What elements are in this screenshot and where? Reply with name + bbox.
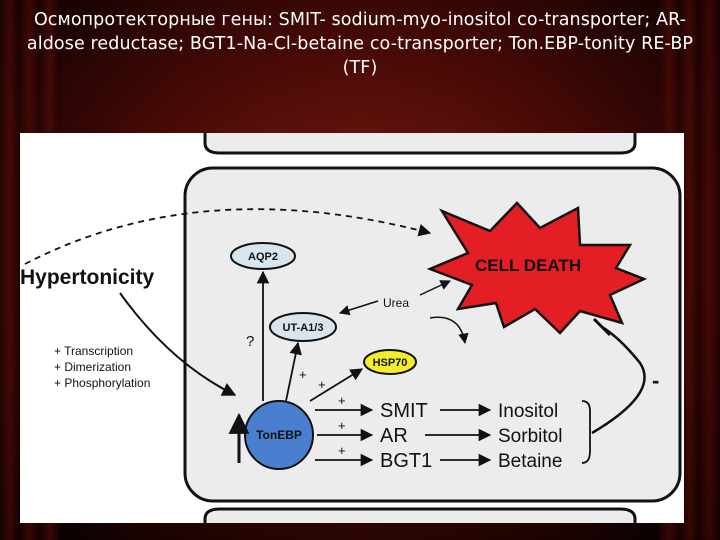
slide-title-line-3: (TF) <box>342 58 378 78</box>
lower-cell-edge <box>203 507 637 525</box>
osmolyte-inositol: Inositol <box>498 401 558 422</box>
uta-node <box>269 312 337 342</box>
cell-death-starburst <box>426 201 648 335</box>
pathway-diagram: Hypertonicity + Transcription + Dimeriza… <box>20 133 682 525</box>
effect-phosphorylation: + Phosphorylation <box>54 376 150 390</box>
effect-dimerization: + Dimerization <box>54 360 131 374</box>
hypertonicity-to-death-arrow <box>24 208 432 265</box>
hsp70-node <box>363 349 417 375</box>
hypertonicity-to-tonebp-arrow <box>119 292 237 396</box>
tonebp-node <box>244 400 314 470</box>
urea-label: Urea <box>383 296 409 310</box>
osmolyte-sorbitol: Sorbitol <box>498 426 562 447</box>
osmolyte-bracket <box>581 400 591 464</box>
urea-to-uta-arrow <box>338 300 379 316</box>
ar-plus-sign: + <box>338 418 346 433</box>
bgt1-plus-sign: + <box>338 443 346 458</box>
urea-to-death-arrow <box>419 280 451 296</box>
hsp70-label: HSP70 <box>373 357 408 369</box>
hsp70-plus-sign: + <box>318 377 326 392</box>
smit-plus-sign: + <box>338 393 346 408</box>
aqp2-node <box>230 242 296 270</box>
slide-title: Осмопротекторные гены: SMIT- sodium-myo-… <box>6 8 714 80</box>
uta-label: UT-A1/3 <box>283 322 324 334</box>
gene-ar: AR <box>380 425 408 447</box>
upper-cell-edge <box>203 133 637 155</box>
diagram-panel: Hypertonicity + Transcription + Dimeriza… <box>20 133 684 525</box>
gene-smit: SMIT <box>380 400 428 422</box>
tonebp-to-hsp70-arrow <box>309 368 364 402</box>
inhibition-minus-sign: - <box>652 368 659 393</box>
aqp2-label: AQP2 <box>248 251 278 263</box>
cell-death-label: CELL DEATH <box>475 256 581 275</box>
tonebp-to-uta-arrow <box>285 341 302 402</box>
hsp70-to-urea-curve <box>429 316 469 345</box>
slide-title-line-1: Осмопротекторные гены: SMIT- sodium-myo-… <box>33 10 687 30</box>
slide-title-line-2: aldose reductase; BGT1-Na-Cl-betaine co-… <box>26 34 694 54</box>
effect-transcription: + Transcription <box>54 344 133 358</box>
uta-plus-sign: + <box>299 367 307 382</box>
hypertonicity-label: Hypertonicity <box>20 266 155 289</box>
aqp2-question-mark: ? <box>246 333 254 350</box>
osmolyte-betaine: Betaine <box>498 451 562 472</box>
inhibition-bar <box>592 317 612 337</box>
gene-bgt1: BGT1 <box>380 450 432 472</box>
tonebp-label: TonEBP <box>256 428 302 442</box>
osmolyte-inhibition-curve <box>591 325 646 435</box>
